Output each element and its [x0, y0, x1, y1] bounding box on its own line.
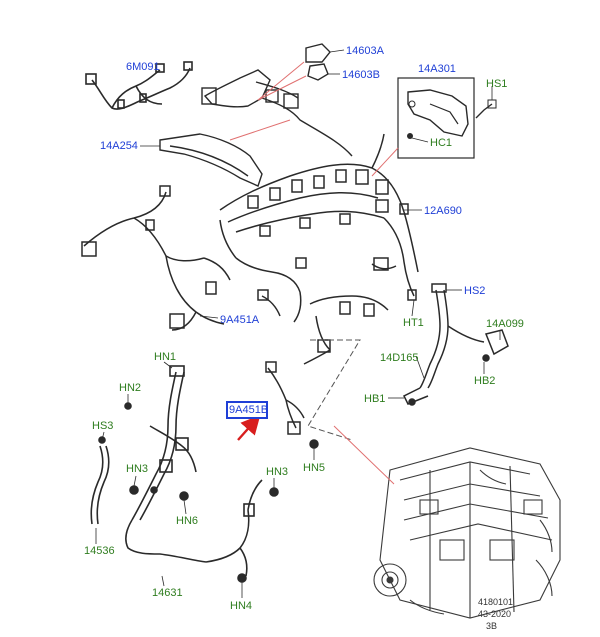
cover-14A254	[159, 133, 263, 187]
harness-6M091	[85, 61, 193, 110]
footer-date: 43-2020	[478, 609, 512, 619]
label-HB1: HB1	[364, 393, 386, 405]
harness-middle-section	[303, 295, 389, 365]
engine-harness-12A690	[219, 133, 419, 301]
label-14A099: 14A099	[486, 318, 524, 330]
label-12A690: 12A690	[424, 205, 462, 217]
label-HN2: HN2	[119, 382, 142, 394]
label-HN6: HN6	[176, 515, 199, 527]
label-9A451B-highlight: 9A451B	[226, 401, 268, 419]
harness-left-section	[81, 185, 307, 331]
red-leader-lines	[229, 61, 399, 485]
dashed-leader	[307, 339, 361, 441]
label-9A451A: 9A451A	[220, 314, 260, 326]
label-HS3: HS3	[92, 420, 114, 432]
label-14A254: 14A254	[100, 140, 138, 152]
label-14A301: 14A301	[418, 63, 456, 75]
harness-lower-left	[124, 365, 279, 583]
label-14631: 14631	[152, 587, 183, 599]
label-HN1: HN1	[154, 351, 177, 363]
pipe-14D165	[402, 283, 509, 406]
label-14536: 14536	[84, 545, 115, 557]
label-HS2: HS2	[464, 285, 486, 297]
footer-ref: 4180101	[478, 597, 514, 607]
label-HB2: HB2	[474, 375, 496, 387]
label-HN5: HN5	[303, 462, 326, 474]
pointer-lines	[95, 49, 501, 598]
label-14D165: 14D165	[380, 352, 419, 364]
footer-rev: 3B	[486, 621, 498, 631]
harness-9A451B	[265, 361, 319, 449]
label-HC1: HC1	[430, 137, 453, 149]
label-9A451B: 9A451B	[229, 404, 269, 416]
label-6M091: 6M091	[126, 61, 160, 73]
harness-14536	[90, 436, 110, 525]
red-arrow	[237, 414, 261, 441]
label-HT1: HT1	[403, 317, 424, 329]
label-HN3-right: HN3	[266, 466, 289, 478]
label-14603B: 14603B	[342, 69, 380, 81]
label-14603A: 14603A	[346, 45, 384, 57]
label-HS1: HS1	[486, 78, 508, 90]
engine-block	[373, 447, 561, 619]
label-HN3-left: HN3	[126, 463, 149, 475]
connector-group-top	[201, 43, 353, 157]
label-HN4: HN4	[230, 600, 253, 612]
